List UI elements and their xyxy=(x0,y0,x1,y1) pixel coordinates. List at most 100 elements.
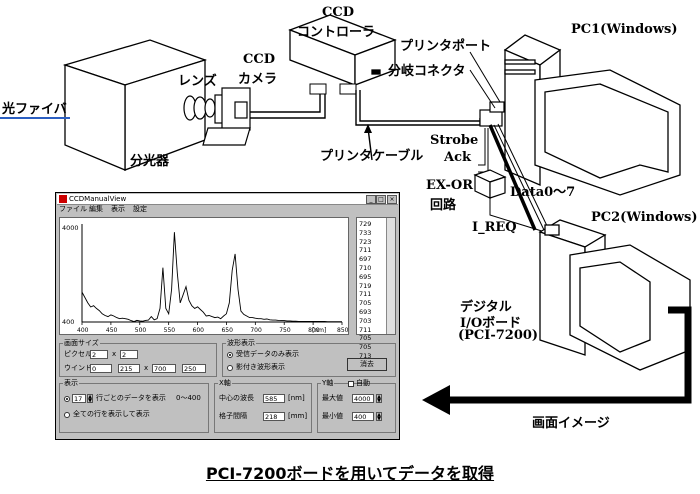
listbox-scrollbar[interactable] xyxy=(386,218,395,334)
screen-image-arrow-head xyxy=(422,385,450,415)
window-y-field[interactable]: 215 xyxy=(118,364,140,373)
x-tick-label: 850 xyxy=(337,327,349,334)
x-unit-label: [nm] xyxy=(312,327,326,334)
radio-shadow[interactable] xyxy=(227,365,233,371)
window-x-sep: x xyxy=(144,364,149,372)
x-tick-label: 700 xyxy=(250,327,262,334)
list-item[interactable]: 711 xyxy=(359,246,372,255)
list-item[interactable]: 723 xyxy=(359,237,372,246)
label-ccd-controller-1: CCD xyxy=(322,5,354,20)
menu-file[interactable]: ファイル xyxy=(59,205,87,213)
list-item[interactable]: 697 xyxy=(359,255,372,264)
y-tick-label-top: 4000 xyxy=(62,224,79,232)
group-waveform-title: 波形表示 xyxy=(226,339,256,347)
list-item[interactable]: 719 xyxy=(359,281,372,290)
list-item[interactable]: 695 xyxy=(359,272,372,281)
pixel-height-field[interactable]: 2 xyxy=(120,350,138,359)
list-item[interactable]: 713 xyxy=(359,351,372,360)
label-spectrometer: 分光器 xyxy=(130,154,170,169)
label-dio-2: I/Oボード xyxy=(460,316,522,331)
min-field[interactable]: 400 xyxy=(352,412,374,421)
window-h-field[interactable]: 250 xyxy=(182,364,206,373)
window-w-field[interactable]: 700 xyxy=(152,364,176,373)
max-field[interactable]: 4000 xyxy=(352,394,374,403)
list-item[interactable]: 703 xyxy=(359,316,372,325)
group-y-axis-title: Y軸 xyxy=(321,379,335,387)
label-pc1: PC1(Windows) xyxy=(571,22,678,37)
grating-unit: [mm] xyxy=(288,412,308,420)
auto-checkbox[interactable] xyxy=(348,381,354,387)
label-ccd-controller-2: コントローラ xyxy=(297,25,376,40)
clear-button[interactable]: 消去 xyxy=(347,358,387,371)
label-printer-port: プリンタポート xyxy=(400,39,492,54)
list-item[interactable]: 693 xyxy=(359,307,372,316)
x-tick-label: 800 xyxy=(308,327,320,334)
radio-realtime[interactable] xyxy=(227,352,233,358)
pixel-label: ピクセル xyxy=(64,350,92,358)
window-x-field[interactable]: 0 xyxy=(90,364,112,373)
label-exor-1: EX-OR xyxy=(426,178,474,193)
ccd-controller xyxy=(288,14,397,86)
label-strobe: Strobe xyxy=(430,133,479,148)
grating-field[interactable]: 218 xyxy=(263,412,285,421)
group-y-axis: Y軸 自動 最大値 4000 ▲▼ 最小値 400 ▲▼ xyxy=(317,379,396,433)
spectrometer xyxy=(62,39,208,171)
window-title: CCDManualView xyxy=(69,195,127,203)
rows-field[interactable]: 17 xyxy=(72,394,86,403)
label-pc2: PC2(Windows) xyxy=(591,210,698,225)
app-icon xyxy=(59,195,67,203)
list-item[interactable]: 711 xyxy=(359,325,372,334)
pixel-width-field[interactable]: 2 xyxy=(90,350,108,359)
label-ccd-camera-1: CCD xyxy=(243,52,275,67)
list-item[interactable]: 705 xyxy=(359,343,372,352)
figure-caption: PCI-7200ボードを用いてデータを取得 xyxy=(205,464,495,483)
x-tick-label: 400 xyxy=(77,327,89,334)
radio-rows[interactable] xyxy=(64,396,70,402)
group-display-size: 画面サイズ ピクセル 2 x 2 ウインドウ 0 215 x 700 250 xyxy=(59,339,217,377)
label-data: Data0～7 xyxy=(510,185,576,200)
title-bar: CCDManualView _ □ × xyxy=(57,194,398,205)
group-x-axis-title: X軸 xyxy=(218,379,232,387)
menu-view[interactable]: 表示 xyxy=(111,205,125,213)
list-item[interactable]: 710 xyxy=(359,263,372,272)
label-splitter: 分岐コネクタ xyxy=(388,64,466,79)
list-item[interactable]: 705 xyxy=(359,299,372,308)
x-tick-label: 450 xyxy=(106,327,118,334)
min-spinner[interactable]: ▲▼ xyxy=(376,412,382,422)
x-tick-label: 550 xyxy=(164,327,176,334)
list-item[interactable]: 729 xyxy=(359,220,372,228)
radio-shadow-label: 影付き波形表示 xyxy=(236,363,285,371)
group-display-size-title: 画面サイズ xyxy=(63,339,100,347)
list-item[interactable]: 711 xyxy=(359,290,372,299)
group-show-title: 表示 xyxy=(63,379,79,387)
menu-settings[interactable]: 設定 xyxy=(133,205,147,213)
label-lens: レンズ xyxy=(178,74,217,89)
max-spinner[interactable]: ▲▼ xyxy=(376,394,382,404)
pc2 xyxy=(538,219,691,371)
maximize-button[interactable]: □ xyxy=(376,195,386,204)
minimize-button[interactable]: _ xyxy=(366,195,376,204)
label-fiber: 光ファイバ xyxy=(2,102,67,117)
menu-edit[interactable]: 編集 xyxy=(89,205,103,213)
x-tick-label: 750 xyxy=(279,327,291,334)
rows-spinner[interactable]: ▲▼ xyxy=(87,394,93,404)
group-show: 表示 17 ▲▼ 行ごとのデータを表示 0～400 全ての行を表示して表示 xyxy=(59,379,209,433)
splitter-connector xyxy=(479,101,505,127)
min-label: 最小値 xyxy=(322,412,343,420)
grating-label: 格子間隔 xyxy=(219,412,247,420)
list-item[interactable]: 733 xyxy=(359,228,372,237)
radio-all-rows-label: 全ての行を表示して表示 xyxy=(73,410,150,418)
rows-text: 行ごとのデータを表示 xyxy=(96,394,166,402)
radio-all-rows[interactable] xyxy=(64,412,70,418)
list-item[interactable]: 705 xyxy=(359,334,372,343)
close-button[interactable]: × xyxy=(387,195,397,204)
group-waveform: 波形表示 受信データのみ表示 影付き波形表示 消去 xyxy=(222,339,396,377)
center-wavelength-field[interactable]: 585 xyxy=(263,394,285,403)
center-wavelength-unit: [nm] xyxy=(288,394,305,402)
y-tick-label-bottom: 400 xyxy=(62,318,74,326)
